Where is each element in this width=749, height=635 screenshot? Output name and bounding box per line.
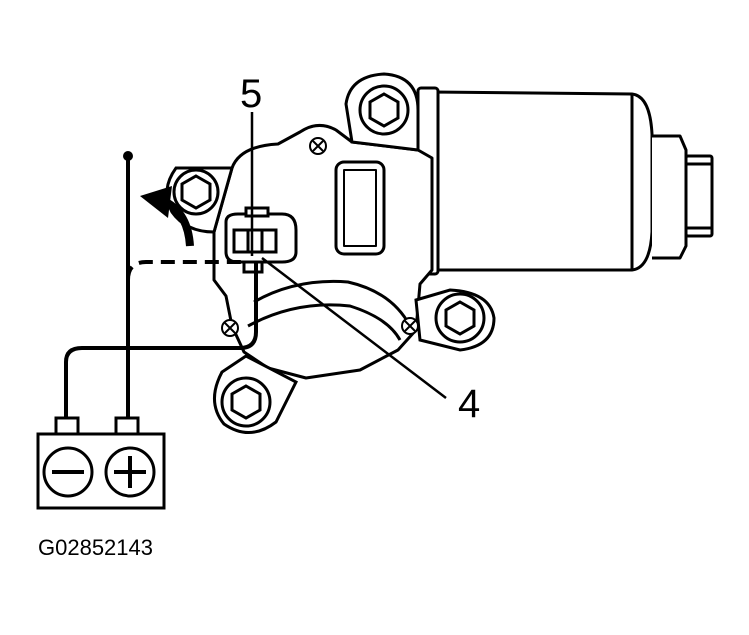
connector: [224, 206, 298, 274]
leader-4: [261, 257, 447, 399]
callout-terminal-4: 4: [458, 382, 481, 426]
motor-cylinder: [416, 86, 714, 276]
negative-lead: [64, 262, 258, 424]
battery: [36, 416, 166, 510]
callout-terminal-5: 5: [240, 72, 263, 116]
mount-ear-right: [414, 288, 496, 352]
mount-ear-top: [344, 72, 420, 152]
screw-icons: [221, 137, 419, 337]
leader-lines: [250, 112, 447, 399]
figure-code: G02852143: [38, 535, 153, 560]
rotation-arrow-icon: [140, 186, 194, 247]
mount-ear-bottom: [213, 354, 299, 434]
probe-leads: [64, 158, 258, 424]
gear-housing: [212, 124, 434, 380]
probe-tip: [123, 151, 133, 161]
dashed-lead: [126, 260, 244, 281]
